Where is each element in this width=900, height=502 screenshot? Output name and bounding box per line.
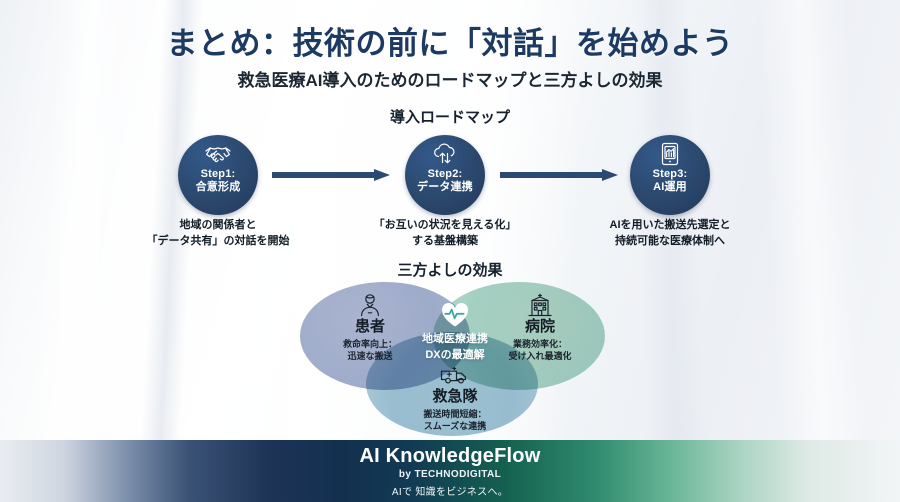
venn-center-text: 地域医療連携 DXの最適解 [422, 333, 488, 361]
handshake-icon [205, 142, 231, 166]
venn-ems-name: 救急隊 [432, 388, 478, 405]
roadmap-step-3-caption: AIを用いた搬送先選定と 持続可能な医療体制へ [609, 219, 731, 247]
venn-label-center: 地域医療連携 DXの最適解 [402, 302, 508, 363]
arrow-shaft [500, 172, 602, 178]
venn-diagram: 患者 救命率向上： 迅速な搬送 [300, 276, 610, 436]
arrow-head [374, 169, 390, 181]
roadmap-step-2-caption: 「お互いの状況を見える化」 する基盤構築 [373, 219, 517, 247]
venn-section-heading: 三方よしの効果 [397, 262, 503, 279]
roadmap-section-heading: 導入ロードマップ [389, 109, 510, 126]
venn-hospital-name: 病院 [524, 318, 555, 335]
arrow-shaft [272, 172, 374, 178]
brand-name: AI KnowledgeFlow [359, 444, 541, 467]
brand-tagline: AIで 知識をビジネスへ。 [391, 486, 509, 498]
roadmap-arrow-2 [500, 169, 618, 181]
roadmap-arrow-1 [272, 169, 390, 181]
venn-hospital-desc: 業務効率化： 受け入れ最適化 [508, 338, 572, 361]
ambulance-icon [395, 362, 515, 388]
venn-label-ems: 救急隊 搬送時間短縮： スムーズな連携 [395, 362, 515, 432]
footer-brand-bar: AI KnowledgeFlow by TECHNODIGITAL AIで 知識… [0, 440, 900, 502]
slide-subtitle: 救急医療AI導入のためのロードマップと三方よしの効果 [237, 71, 663, 90]
roadmap-step-2-label: Step2: データ連携 [417, 168, 473, 193]
roadmap-step-1-caption: 地域の関係者と 「データ共有」の対話を開始 [146, 219, 290, 247]
roadmap-step-3-label: Step3: AI運用 [652, 168, 688, 193]
heart-pulse-icon [402, 302, 508, 328]
arrow-head [602, 169, 618, 181]
venn-circle-ems [366, 332, 538, 436]
slide-title: まとめ：技術の前に「対話」を始めよう [166, 26, 734, 61]
tablet-chart-icon [660, 142, 680, 166]
brand-by-line: by TECHNODIGITAL [398, 468, 502, 480]
cloud-sync-icon [432, 142, 458, 166]
roadmap-step-1-label: Step1: 合意形成 [195, 168, 241, 193]
roadmap-step-1: Step1: 合意形成 [178, 135, 258, 215]
roadmap-step-2: Step2: データ連携 [405, 135, 485, 215]
roadmap-diagram: Step1: 合意形成 Step2: データ連携 [0, 130, 900, 250]
roadmap-step-3: Step3: AI運用 [630, 135, 710, 215]
hospital-building-icon [480, 292, 600, 318]
venn-ems-desc: 搬送時間短縮： スムーズな連携 [423, 408, 487, 431]
venn-label-hospital: 病院 業務効率化： 受け入れ最適化 [480, 292, 600, 362]
